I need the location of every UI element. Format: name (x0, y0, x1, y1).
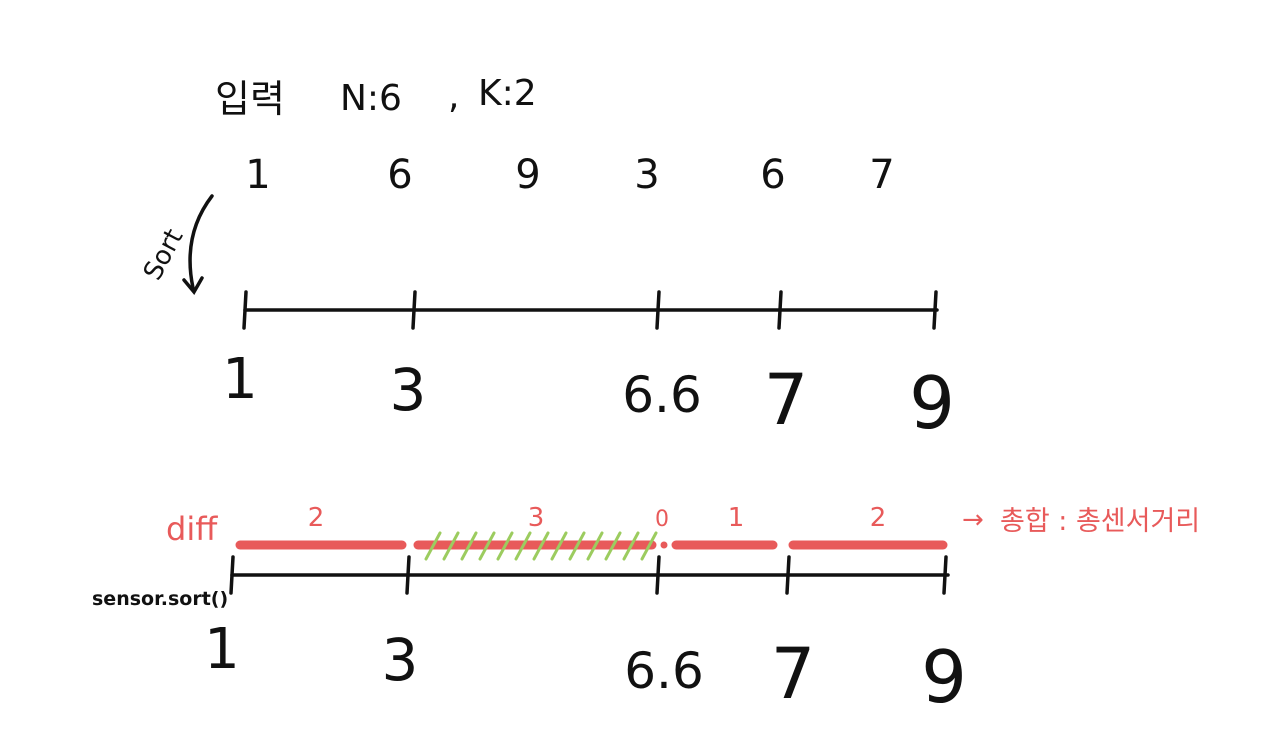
diff-value: 3 (528, 503, 545, 533)
input-value: 7 (869, 152, 894, 198)
sort-label: Sort (138, 224, 190, 285)
input-value: 6 (760, 152, 785, 198)
input-value: 1 (245, 152, 270, 198)
input-label: 입력 (215, 77, 285, 121)
axis-label: 3 (390, 356, 427, 424)
exclude-hatch (550, 531, 568, 561)
exclude-hatch (424, 531, 442, 561)
exclude-hatch (478, 531, 496, 561)
diff-label: diff (166, 510, 218, 548)
exclude-hatch (514, 531, 532, 561)
axis-label: 6.6 (624, 642, 704, 700)
axis-tick (932, 290, 938, 330)
axis-tick (655, 555, 661, 595)
input-value: 9 (515, 152, 540, 198)
upper-number-line: 1 3 6.6 7 9 (222, 290, 955, 445)
axis-label: 1 (222, 347, 258, 412)
axis-tick (405, 555, 411, 595)
axis-tick (777, 290, 783, 330)
exclude-hatch (442, 531, 460, 561)
result-arrow: → (962, 505, 984, 535)
input-comma: , (448, 76, 459, 117)
exclude-hatch (460, 531, 478, 561)
diff-value: 2 (870, 503, 887, 533)
result-text: 총합 : 총센서거리 (1000, 506, 1200, 537)
diff-value: 1 (728, 503, 745, 533)
axis-label: 9 (921, 635, 967, 719)
exclude-hatch (586, 531, 604, 561)
axis-label: 1 (204, 617, 240, 682)
input-n: N:6 (340, 78, 402, 119)
input-k: K:2 (478, 73, 537, 114)
code-label: sensor.sort() (92, 588, 228, 610)
exclude-hatch (496, 531, 514, 561)
diff-value: 0 (655, 507, 669, 532)
axis-label: 6.6 (622, 366, 702, 424)
exclude-hatch (568, 531, 586, 561)
diff-segments: 2 3 0 1 2 (235, 503, 948, 561)
exclude-hatch (640, 531, 658, 561)
axis-label: 3 (382, 626, 419, 694)
axis-tick (242, 290, 248, 330)
axis-tick (785, 555, 791, 595)
sort-arrow (182, 194, 214, 296)
diff-zero-dot (660, 541, 668, 549)
axis-label: 7 (771, 633, 816, 715)
axis-tick (411, 290, 417, 330)
input-value: 6 (387, 152, 412, 198)
exclude-hatch (622, 531, 640, 561)
axis-tick (942, 555, 948, 595)
axis-label: 9 (909, 361, 955, 445)
lower-number-line: 1 3 6.6 7 9 (204, 555, 967, 719)
axis-tick (655, 290, 661, 330)
exclude-hatch (604, 531, 622, 561)
diff-value: 2 (308, 503, 325, 533)
exclude-hatch (532, 531, 550, 561)
axis-label: 7 (764, 359, 809, 441)
input-value: 3 (634, 152, 659, 198)
input-values: 1 6 9 3 6 7 (245, 152, 894, 198)
axis-tick (229, 555, 235, 595)
